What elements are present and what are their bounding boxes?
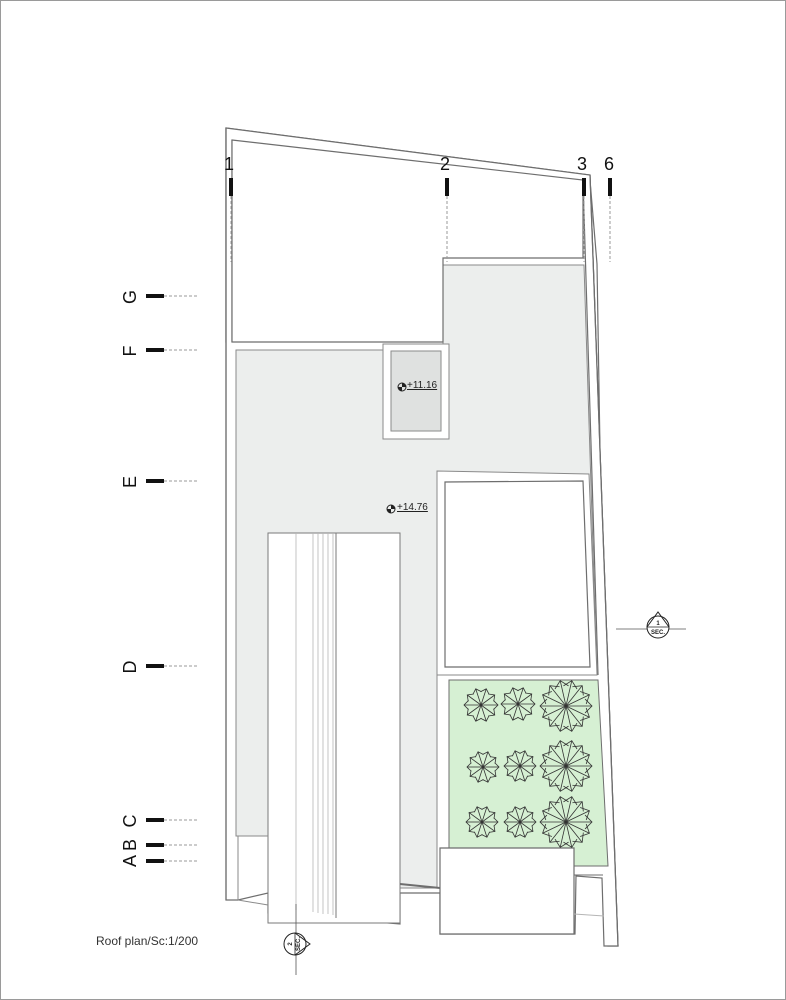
tree-plan-icon bbox=[539, 796, 593, 848]
level-upper-text: +11.16 bbox=[407, 380, 438, 391]
grid-vertical-6: 6 bbox=[604, 154, 614, 262]
grid-label-3: 3 bbox=[577, 154, 587, 174]
grid-label-2: 2 bbox=[440, 154, 450, 174]
section-marker-1: 1 SEC. bbox=[616, 611, 686, 639]
stair-treads bbox=[295, 533, 337, 918]
grid-horizontal-B: B bbox=[120, 839, 198, 851]
drawing-caption: Roof plan/Sc:1/200 bbox=[96, 934, 198, 948]
grid-horizontal-C: C bbox=[120, 815, 198, 828]
tree-plan-icon bbox=[539, 680, 593, 732]
section-1-number: 1 bbox=[656, 621, 660, 627]
section-2-label: SEC. bbox=[296, 937, 302, 951]
grid-label-F: F bbox=[120, 346, 140, 357]
se-base bbox=[573, 913, 605, 917]
east-wall bbox=[589, 174, 619, 947]
grid-vertical-2: 2 bbox=[440, 154, 450, 262]
level-marker-upper: +11.16 bbox=[397, 380, 438, 392]
grid-label-G: G bbox=[120, 290, 140, 304]
grid-vertical-3: 3 bbox=[577, 154, 587, 262]
stair-void bbox=[267, 532, 401, 924]
east-wall-inner bbox=[582, 179, 599, 676]
grid-label-B: B bbox=[120, 839, 140, 851]
tree-plan-icon bbox=[500, 687, 536, 721]
section-marker-2: 2 SEC. bbox=[283, 904, 311, 975]
grid-label-D: D bbox=[120, 661, 140, 674]
grid-horizontal-D: D bbox=[120, 661, 198, 674]
grid-horizontal-F: F bbox=[120, 346, 198, 357]
level-marker-main: +14.76 bbox=[386, 502, 428, 514]
grid-label-6: 6 bbox=[604, 154, 614, 174]
tree-plan-icon bbox=[503, 806, 537, 838]
skylight-void bbox=[390, 350, 442, 432]
tree-group bbox=[463, 680, 593, 848]
grid-horizontal-G: G bbox=[120, 290, 198, 304]
tree-plan-icon bbox=[463, 688, 499, 722]
grid-horizontal-A: A bbox=[120, 855, 198, 867]
level-main-text: +14.76 bbox=[397, 502, 428, 513]
grid-label-C: C bbox=[120, 815, 140, 828]
tree-plan-icon bbox=[539, 740, 593, 792]
sw-base bbox=[237, 899, 269, 906]
grid-horizontal-E: E bbox=[120, 476, 198, 488]
south-box bbox=[439, 847, 575, 935]
light-well bbox=[444, 480, 591, 668]
tree-plan-icon bbox=[465, 806, 499, 838]
grid-vertical-1: 1 bbox=[224, 154, 234, 262]
grid-label-1: 1 bbox=[224, 154, 234, 174]
tree-plan-icon bbox=[466, 751, 500, 783]
grid-label-A: A bbox=[120, 855, 140, 867]
section-1-label: SEC. bbox=[651, 630, 665, 636]
tree-plan-icon bbox=[503, 750, 537, 782]
section-2-number: 2 bbox=[288, 942, 294, 946]
roof-garden bbox=[448, 679, 609, 867]
grid-label-E: E bbox=[120, 476, 140, 488]
south-edge bbox=[399, 883, 441, 889]
